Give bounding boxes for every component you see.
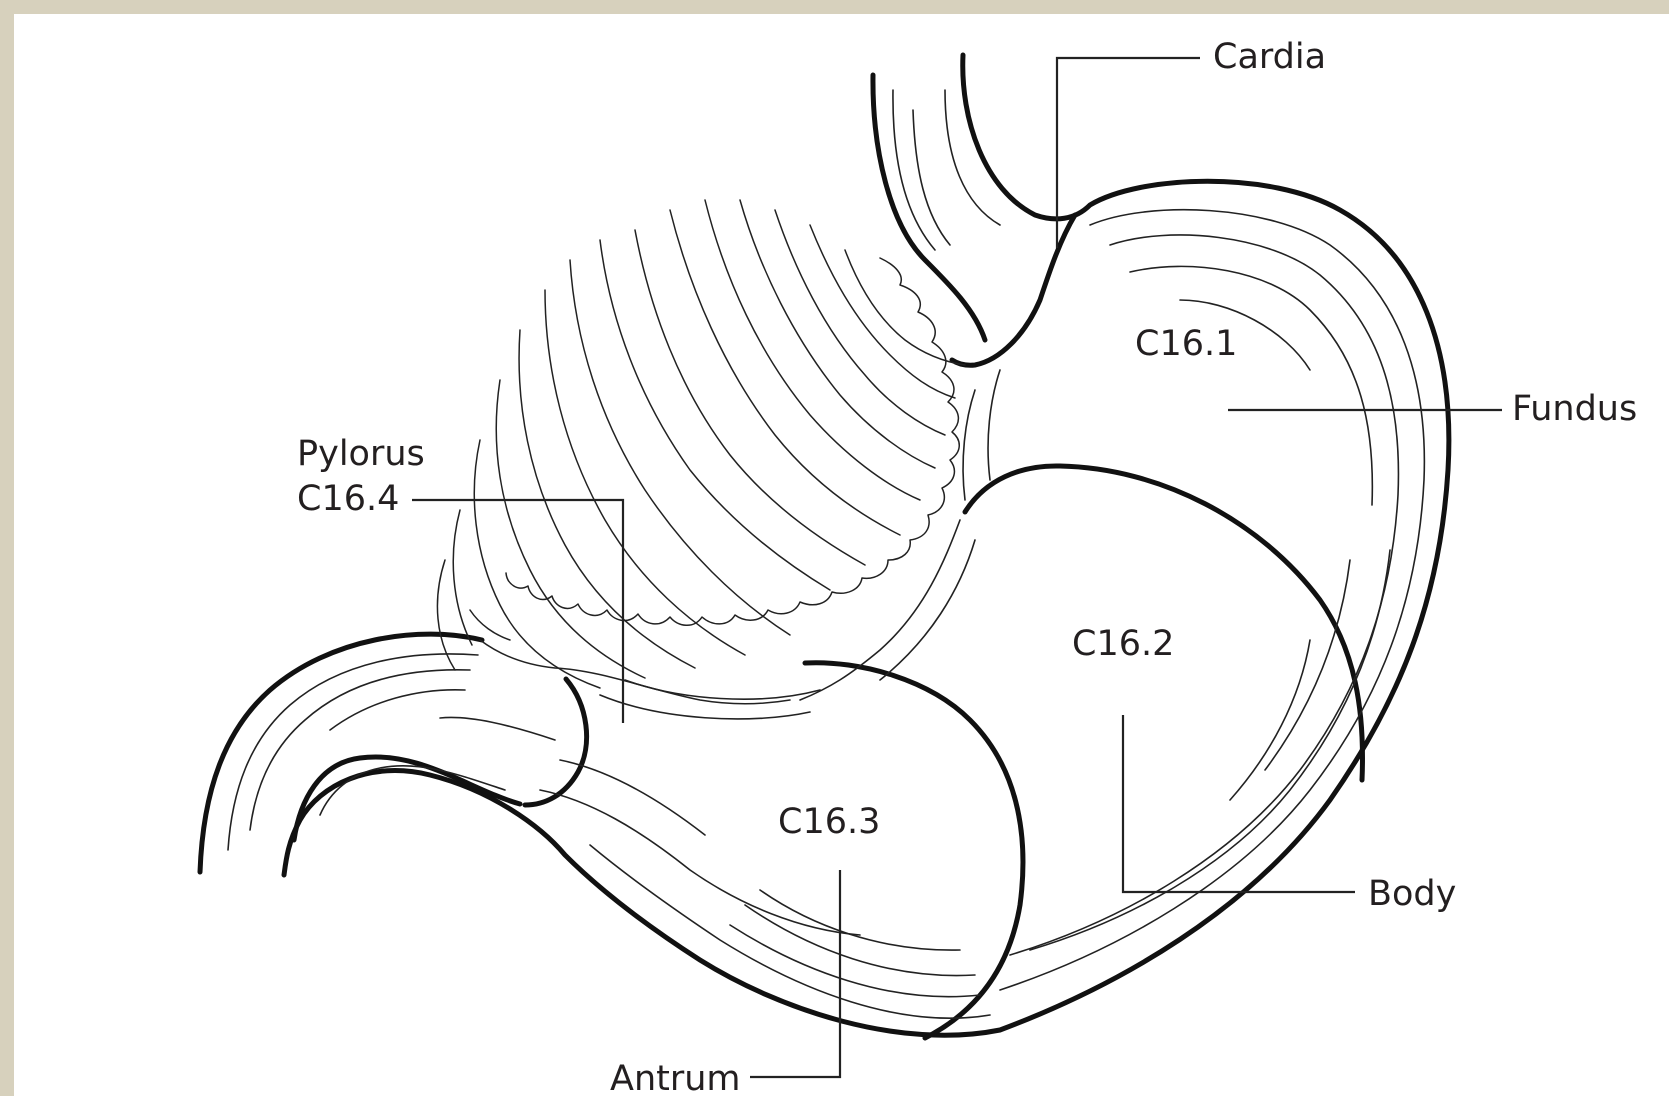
label-c16-2: C16.2 (1072, 624, 1174, 664)
label-fundus: Fundus (1512, 389, 1637, 429)
label-c16-3: C16.3 (778, 802, 880, 842)
stomach-outer-wall (284, 55, 1449, 1035)
label-cardia: Cardia (1213, 37, 1326, 77)
label-pylorus: Pylorus (297, 434, 425, 474)
cardia-leader (1057, 58, 1200, 248)
inner-lining-lines (228, 90, 1424, 1018)
label-c16-1: C16.1 (1135, 324, 1237, 364)
fundus-body-boundary (965, 466, 1363, 780)
body-antrum-boundary (805, 663, 1023, 1038)
label-body: Body (1368, 874, 1456, 914)
label-antrum: Antrum (610, 1059, 741, 1096)
stomach-illustration (200, 55, 1449, 1038)
pylorus-ring (525, 679, 587, 805)
rugal-folds (437, 200, 965, 704)
label-pylorus-code: C16.4 (297, 479, 399, 519)
